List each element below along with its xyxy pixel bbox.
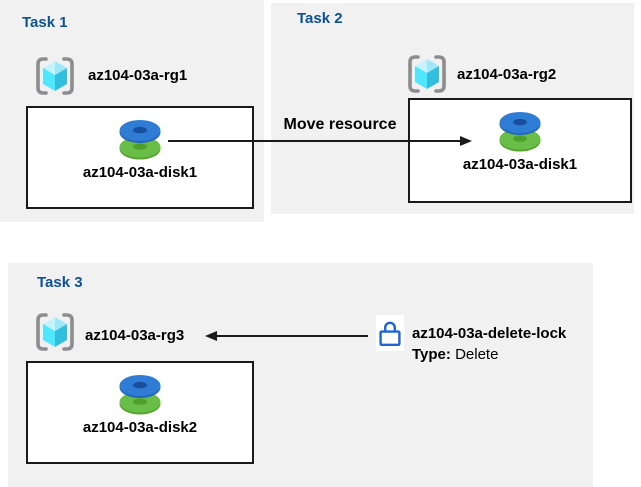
task1-panel: Task 1 az104-03a-rg1 — [0, 0, 264, 222]
resource-group-icon — [405, 52, 449, 96]
task2-title: Task 2 — [297, 10, 343, 27]
task2-panel: Task 2 az104-03a-rg2 — [271, 3, 634, 214]
task1-title: Task 1 — [22, 14, 68, 31]
resource-group-name: az104-03a-rg3 — [85, 327, 185, 344]
delete-lock-type-label: Type: — [412, 346, 451, 363]
resource-group-icon — [33, 310, 77, 354]
arrow-right-icon — [460, 136, 472, 146]
disk-name: az104-03a-disk2 — [82, 419, 198, 436]
resource-group-icon — [33, 54, 77, 98]
resource-group-name: az104-03a-rg2 — [457, 66, 557, 83]
disk-icon — [116, 373, 164, 415]
task3-title: Task 3 — [37, 274, 83, 291]
lock-arrow-line — [216, 335, 368, 337]
delete-lock-type: Type: Delete — [412, 346, 498, 363]
disk-name: az104-03a-disk1 — [82, 164, 198, 181]
delete-lock-type-value: Delete — [455, 346, 499, 363]
lock-icon — [376, 315, 404, 351]
task3-panel: Task 3 az104-03a-rg3 az104-03a-delete-lo… — [8, 263, 593, 487]
disk-icon — [116, 118, 164, 160]
arrow-left-icon — [205, 331, 217, 341]
task1-resource-box: az104-03a-disk1 — [26, 106, 254, 209]
delete-lock-name: az104-03a-delete-lock — [412, 325, 567, 342]
task3-resource-box: az104-03a-disk2 — [26, 361, 254, 464]
disk-name: az104-03a-disk1 — [462, 156, 578, 173]
move-resource-label: Move resource — [283, 116, 397, 133]
disk-icon — [496, 110, 544, 152]
move-resource-arrow-line — [168, 140, 462, 142]
task2-resource-box: az104-03a-disk1 — [408, 98, 632, 203]
resource-group-name: az104-03a-rg1 — [88, 67, 188, 84]
